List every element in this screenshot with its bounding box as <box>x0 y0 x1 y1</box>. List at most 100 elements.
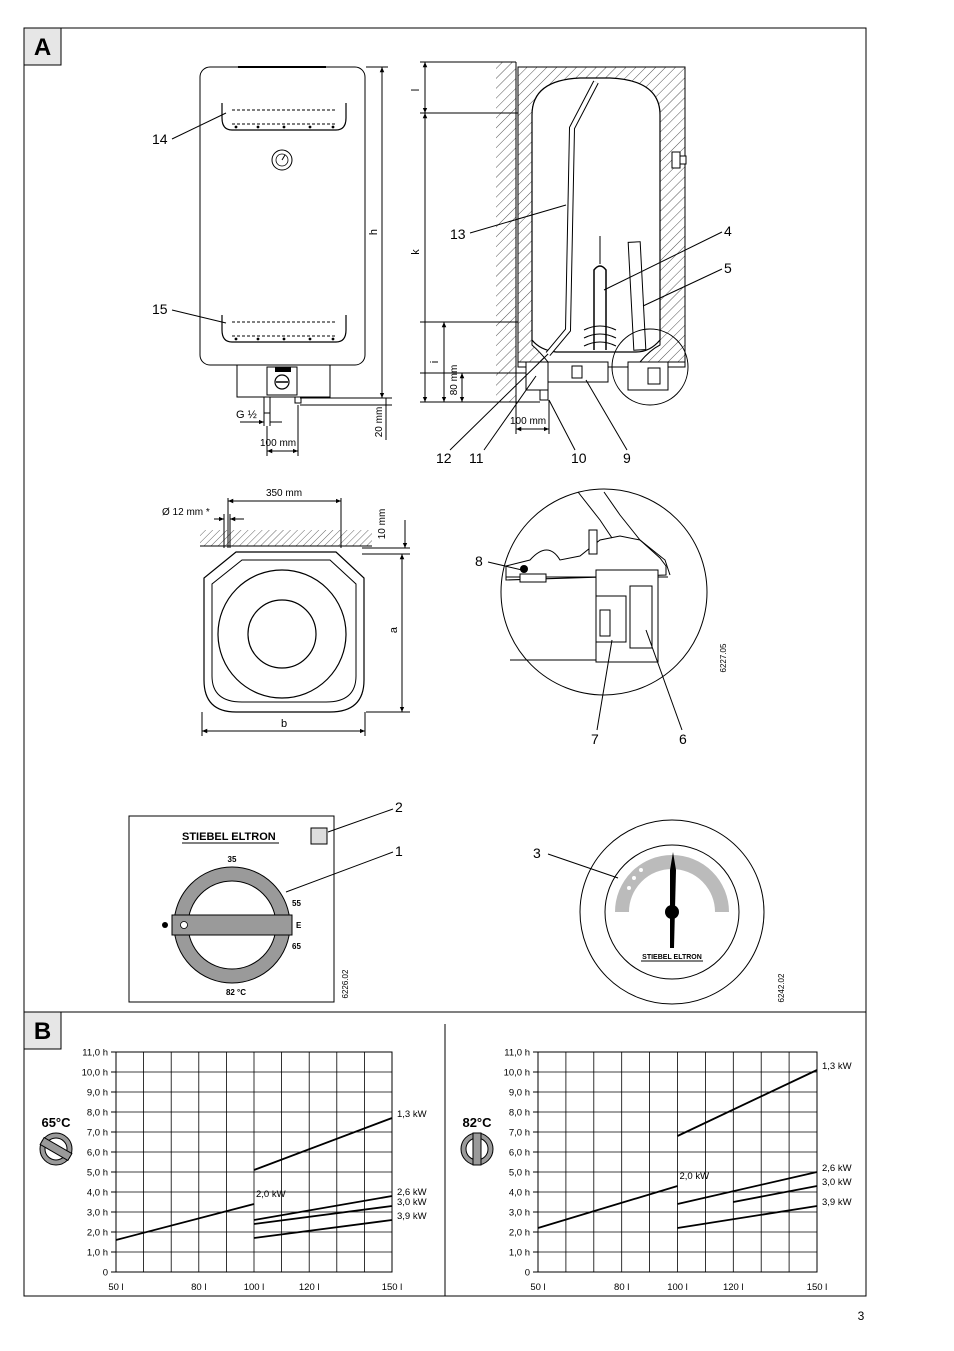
y-tick-label: 4,0 h <box>509 1188 530 1199</box>
x-tick-label: 50 l <box>108 1282 123 1293</box>
series-label: 2,6 kW <box>822 1163 852 1174</box>
series-line-3-0-kW <box>253 1205 393 1225</box>
callout-12: 12 <box>436 450 452 466</box>
section-b-label: B <box>34 1018 51 1045</box>
scale-82: 82 °C <box>226 988 246 997</box>
y-tick-label: 7,0 h <box>509 1128 530 1139</box>
callout-1: 1 <box>395 843 403 859</box>
detail-view: 8 7 6 6227.05 <box>475 488 728 747</box>
plot-frame <box>115 1051 393 1273</box>
thermometer-code: 6242.02 <box>777 973 786 1002</box>
control-brand: STIEBEL ELTRON <box>182 831 276 843</box>
top-view: 350 mm Ø 12 mm * 10 mm a b <box>162 488 410 736</box>
dim-a: a <box>388 626 400 633</box>
dim-g-half: G ½ <box>236 409 257 421</box>
section-a-label-box <box>23 27 62 66</box>
x-tick-label: 150 l <box>382 1282 403 1293</box>
x-tick-label: 150 l <box>807 1282 828 1293</box>
y-tick-label: 10,0 h <box>82 1068 108 1079</box>
y-tick-label: 3,0 h <box>87 1208 108 1219</box>
series-line-3-0-kW <box>733 1185 818 1203</box>
y-tick-label: 2,0 h <box>87 1228 108 1239</box>
y-tick-label: 0 <box>103 1268 108 1279</box>
x-tick-label: 120 l <box>299 1282 320 1293</box>
dim-h: h <box>368 229 380 235</box>
page-number: 3 <box>858 1309 865 1323</box>
series-label: 2,6 kW <box>397 1187 427 1198</box>
dim-i: i <box>429 361 441 363</box>
dim-l: l <box>410 89 422 91</box>
series-label: 3,9 kW <box>822 1197 852 1208</box>
x-tick-label: 80 l <box>191 1282 206 1293</box>
heating-time-chart-82: 01,0 h2,0 h3,0 h4,0 h5,0 h6,0 h7,0 h8,0 … <box>504 1048 852 1294</box>
y-tick-label: 4,0 h <box>87 1188 108 1199</box>
ceiling <box>200 530 372 546</box>
knob-65-icon <box>39 1132 73 1166</box>
callout-14: 14 <box>152 131 168 147</box>
series-line-2-0-kW <box>537 1185 678 1229</box>
y-tick-label: 8,0 h <box>87 1108 108 1119</box>
dim-350mm: 350 mm <box>266 488 302 499</box>
y-tick-label: 6,0 h <box>509 1148 530 1159</box>
lower-mounting-bracket <box>221 315 347 343</box>
series-label: 1,3 kW <box>397 1109 427 1120</box>
series-label: 2,0 kW <box>680 1171 710 1182</box>
thermometer-needle-icon <box>670 852 676 948</box>
y-tick-label: 5,0 h <box>87 1168 108 1179</box>
series-label: 1,3 kW <box>822 1061 852 1072</box>
dim-hole: Ø 12 mm * <box>162 507 210 518</box>
dim-80mm: 80 mm <box>449 365 460 396</box>
y-tick-label: 7,0 h <box>87 1128 108 1139</box>
y-tick-label: 2,0 h <box>509 1228 530 1239</box>
series-line-2-0-kW <box>115 1203 255 1241</box>
y-tick-label: 1,0 h <box>509 1248 530 1259</box>
setting-label-82: 82°C <box>462 1115 492 1130</box>
setting-label-65: 65°C <box>41 1115 71 1130</box>
dim-100mm-section: 100 mm <box>510 416 546 427</box>
callout-8: 8 <box>475 553 483 569</box>
callout-3: 3 <box>533 845 541 861</box>
y-tick-label: 11,0 h <box>82 1048 108 1059</box>
y-tick-label: 11,0 h <box>504 1048 530 1059</box>
dim-100mm-front: 100 mm <box>260 438 296 449</box>
x-tick-label: 100 l <box>244 1282 265 1293</box>
x-tick-label: 80 l <box>614 1282 629 1293</box>
front-view: h 20 mm G ½ 100 mm 14 15 <box>152 66 392 456</box>
series-line-3-9-kW <box>253 1219 393 1239</box>
thermometer: STIEBEL ELTRON 3 6242.02 <box>533 819 786 1005</box>
knob-marker-dot <box>162 922 168 928</box>
y-tick-label: 5,0 h <box>509 1168 530 1179</box>
callout-13: 13 <box>450 226 466 242</box>
knob-82-icon <box>460 1132 494 1166</box>
dim-10mm: 10 mm <box>377 509 388 540</box>
tank-body <box>199 66 366 366</box>
temperature-knob[interactable] <box>171 866 293 984</box>
y-tick-label: 8,0 h <box>509 1108 530 1119</box>
y-tick-label: 9,0 h <box>87 1088 108 1099</box>
plot-frame <box>537 1051 818 1273</box>
y-tick-label: 9,0 h <box>509 1088 530 1099</box>
detail-code: 6227.05 <box>719 643 728 672</box>
x-tick-label: 50 l <box>530 1282 545 1293</box>
control-code: 6226.02 <box>341 969 350 998</box>
series-label: 3,0 kW <box>397 1197 427 1208</box>
section-b-label-box <box>23 1011 62 1050</box>
series-line-1-3-kW <box>677 1069 818 1137</box>
wall <box>496 62 516 402</box>
dim-b: b <box>281 718 287 730</box>
upper-mounting-bracket <box>221 103 347 131</box>
y-tick-label: 10,0 h <box>504 1068 530 1079</box>
dim-20mm: 20 mm <box>374 407 385 438</box>
dim-k: k <box>410 249 422 255</box>
control-panel: STIEBEL ELTRON 35 55 E 65 82 °C 2 1 6226… <box>128 799 403 1003</box>
section-a-label: A <box>34 34 51 61</box>
scale-e: E <box>296 921 302 930</box>
series-line-2-6-kW <box>253 1195 393 1221</box>
x-tick-label: 100 l <box>667 1282 688 1293</box>
scale-35: 35 <box>228 855 237 864</box>
x-tick-label: 120 l <box>723 1282 744 1293</box>
callout-7: 7 <box>591 731 599 747</box>
series-label: 3,9 kW <box>397 1211 427 1222</box>
scale-65: 65 <box>292 942 301 951</box>
